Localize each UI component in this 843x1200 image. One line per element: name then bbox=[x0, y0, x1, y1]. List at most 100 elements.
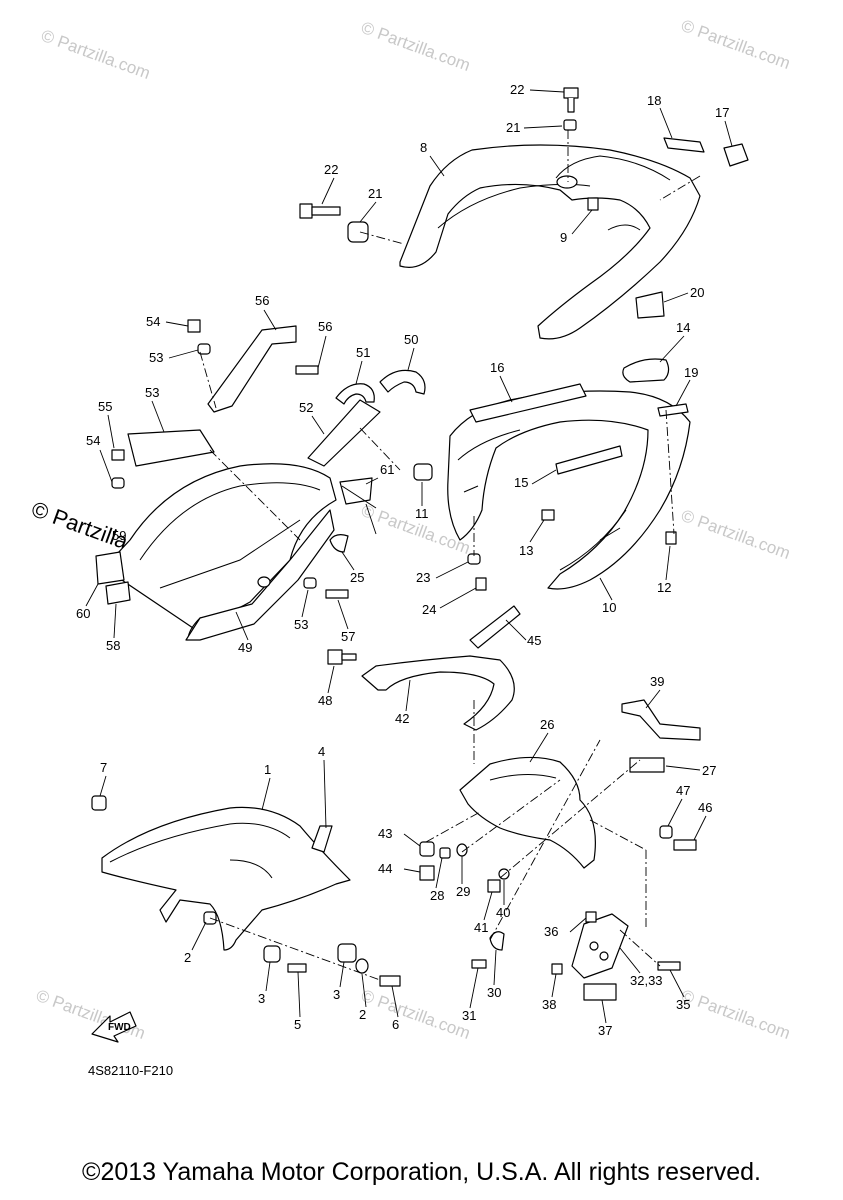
callout-22: 22 bbox=[324, 162, 338, 177]
bracket-38 bbox=[621, 699, 701, 741]
callout-numbers: 22 21 18 17 8 22 21 9 20 56 54 56 14 51 … bbox=[76, 82, 729, 1078]
washer-29 bbox=[456, 843, 468, 857]
bolt-5 bbox=[287, 963, 307, 973]
callout-39: 40 bbox=[496, 905, 510, 920]
screw-34 bbox=[657, 961, 681, 971]
callout-27: 27 bbox=[702, 763, 716, 778]
cap-17 bbox=[723, 143, 749, 167]
bolt-56-lower bbox=[325, 589, 349, 599]
reflector-36 bbox=[583, 983, 617, 1001]
clamp-50 bbox=[335, 383, 375, 405]
screw-7 bbox=[91, 795, 107, 811]
watermark: © Partzilla.com bbox=[39, 26, 153, 83]
callout-15: 15 bbox=[514, 475, 528, 490]
screw-31 bbox=[471, 959, 487, 969]
nut-35 bbox=[585, 911, 597, 923]
callout-2: 2 bbox=[184, 950, 191, 965]
callout-46: 47 bbox=[676, 783, 690, 798]
callout-1: 1 bbox=[264, 762, 271, 777]
washer-46 bbox=[659, 825, 673, 839]
pad-18 bbox=[663, 137, 705, 153]
callout-56: 56 bbox=[318, 319, 332, 334]
callout-8: 8 bbox=[420, 140, 427, 155]
callout-14: 14 bbox=[676, 320, 690, 335]
callout-3: 3 bbox=[333, 987, 340, 1002]
callout-45: 46 bbox=[698, 800, 712, 815]
parts-diagram: © Partzilla.com © Partzilla.com © Partzi… bbox=[28, 16, 793, 1078]
stripe-16 bbox=[469, 383, 587, 423]
callout-54: 55 bbox=[98, 399, 112, 414]
callout-21: 21 bbox=[506, 120, 520, 135]
collar-28 bbox=[439, 847, 451, 859]
catalog-code: 4S82110-F210 bbox=[88, 1063, 173, 1078]
callout-35: 36 bbox=[544, 924, 558, 939]
callout-38: 39 bbox=[650, 674, 664, 689]
callout-32-33: 32,33 bbox=[630, 973, 663, 988]
cover-44 bbox=[469, 605, 521, 649]
screw-24 bbox=[475, 577, 487, 591]
callout-56: 57 bbox=[341, 629, 355, 644]
callout-29: 29 bbox=[456, 884, 470, 899]
callout-28: 28 bbox=[430, 888, 444, 903]
label-60-61 bbox=[339, 477, 377, 509]
collar-3-left bbox=[263, 945, 281, 963]
fwd-label: FWD bbox=[108, 1022, 131, 1033]
callout-53: 53 bbox=[294, 617, 308, 632]
collar-21-left bbox=[347, 221, 369, 243]
callout-57: 58 bbox=[106, 638, 120, 653]
collar-3-right bbox=[337, 943, 357, 963]
callout-17: 17 bbox=[715, 105, 729, 120]
callout-48: 49 bbox=[238, 640, 252, 655]
bolt-54-lower bbox=[111, 449, 125, 461]
collar-42 bbox=[419, 841, 435, 857]
callout-52: 53 bbox=[145, 385, 159, 400]
callout-54: 54 bbox=[146, 314, 160, 329]
connection-lines bbox=[199, 130, 701, 981]
callout-16: 16 bbox=[490, 360, 504, 375]
callout-58: 59 bbox=[112, 528, 126, 543]
bolt-6 bbox=[379, 975, 401, 987]
clip-9 bbox=[587, 197, 599, 211]
callout-31: 31 bbox=[462, 1008, 476, 1023]
callout-5: 5 bbox=[294, 1017, 301, 1032]
callout-44: 45 bbox=[527, 633, 541, 648]
bolt-43 bbox=[419, 865, 435, 881]
decal-15 bbox=[555, 445, 623, 475]
bolt-13 bbox=[541, 509, 555, 521]
watermark: © Partzilla.com bbox=[679, 16, 793, 73]
plate-57-58-59 bbox=[95, 551, 131, 605]
callout-18: 18 bbox=[647, 93, 661, 108]
callout-19: 19 bbox=[684, 365, 698, 380]
callout-36: 37 bbox=[598, 1023, 612, 1038]
seat-cover-14 bbox=[622, 358, 670, 383]
bolt-54-upper bbox=[187, 319, 201, 333]
callout-49: 50 bbox=[404, 332, 418, 347]
washer-2-right bbox=[355, 958, 369, 974]
bolt-22-left bbox=[299, 203, 341, 219]
callout-4: 4 bbox=[318, 744, 325, 759]
bolt-56-upper bbox=[295, 365, 319, 375]
callout-24: 24 bbox=[422, 602, 436, 617]
callout-53: 53 bbox=[149, 350, 163, 365]
callout-13: 13 bbox=[519, 543, 533, 558]
callout-42: 43 bbox=[378, 826, 392, 841]
callout-53: 54 bbox=[86, 433, 100, 448]
callout-2: 2 bbox=[359, 1007, 366, 1022]
callout-41: 42 bbox=[395, 711, 409, 726]
watermark: © Partzilla.com bbox=[679, 986, 793, 1043]
clip-30 bbox=[489, 931, 505, 951]
callout-22: 22 bbox=[510, 82, 524, 97]
washer-53-lower bbox=[111, 477, 125, 489]
clip-25 bbox=[329, 534, 349, 553]
callout-23: 23 bbox=[416, 570, 430, 585]
rear-fender-48 bbox=[103, 463, 337, 641]
leader-lines bbox=[85, 89, 733, 1024]
plate-32-33 bbox=[571, 913, 629, 979]
callout-50: 51 bbox=[356, 345, 370, 360]
callout-25: 25 bbox=[350, 570, 364, 585]
callout-12: 12 bbox=[657, 580, 671, 595]
washer-21-top bbox=[563, 119, 577, 131]
watermark: © Partzilla.com bbox=[359, 986, 473, 1043]
callout-20: 20 bbox=[690, 285, 704, 300]
reflector-27 bbox=[629, 757, 665, 773]
